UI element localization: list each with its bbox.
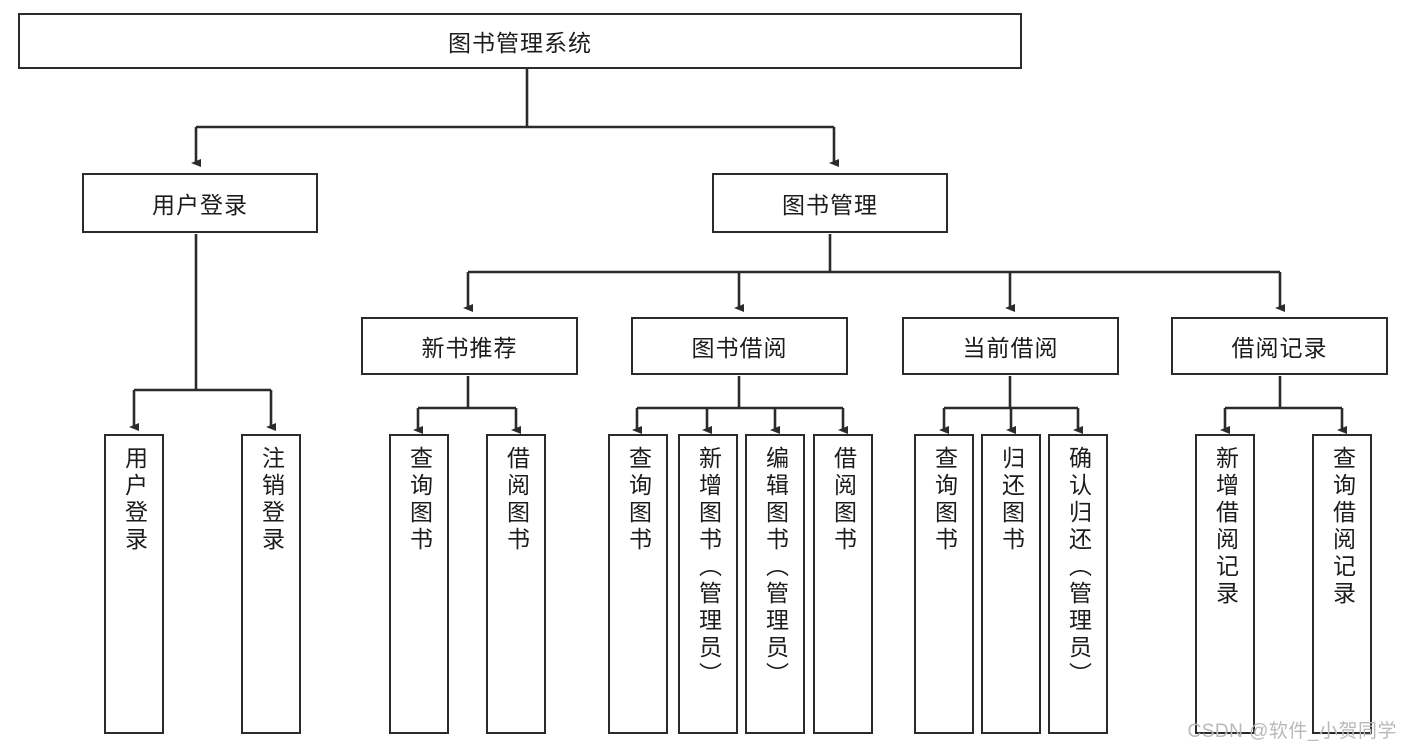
node-label: 图书管理 (782, 192, 878, 218)
node-label: 借阅图书 (503, 446, 530, 554)
node-label: 用户登录 (121, 446, 148, 554)
node-label: 当前借阅 (962, 335, 1059, 361)
node-book-borrow[interactable]: 图书借阅 (631, 317, 848, 375)
node-current-borrow[interactable]: 当前借阅 (902, 317, 1119, 375)
node-leaf-add-borrow-record[interactable]: 新增借阅记录 (1195, 434, 1255, 734)
node-label: 查询图书 (625, 446, 652, 554)
node-borrow-record[interactable]: 借阅记录 (1171, 317, 1388, 375)
node-label: 确认归还（管理员） (1065, 446, 1092, 689)
node-root-book-management-system[interactable]: 图书管理系统 (18, 13, 1022, 69)
node-leaf-add-book-admin[interactable]: 新增图书（管理员） (678, 434, 738, 734)
node-label: 借阅记录 (1231, 335, 1328, 361)
node-new-book-recommend[interactable]: 新书推荐 (361, 317, 578, 375)
node-label: 注销登录 (258, 446, 285, 554)
node-label: 图书管理系统 (448, 30, 592, 56)
node-leaf-edit-book-admin[interactable]: 编辑图书（管理员） (745, 434, 805, 734)
node-label: 归还图书 (998, 446, 1025, 554)
node-leaf-borrow-book-recommend[interactable]: 借阅图书 (486, 434, 546, 734)
node-leaf-query-borrow-record[interactable]: 查询借阅记录 (1312, 434, 1372, 734)
node-user-login[interactable]: 用户登录 (82, 173, 318, 233)
node-leaf-query-book-recommend[interactable]: 查询图书 (389, 434, 449, 734)
node-label: 编辑图书（管理员） (762, 446, 789, 689)
node-leaf-logout-login[interactable]: 注销登录 (241, 434, 301, 734)
node-book-management[interactable]: 图书管理 (712, 173, 948, 233)
node-label: 查询图书 (931, 446, 958, 554)
node-label: 图书借阅 (691, 335, 788, 361)
node-label: 查询图书 (406, 446, 433, 554)
node-leaf-query-book-borrow[interactable]: 查询图书 (608, 434, 668, 734)
node-leaf-query-book-current[interactable]: 查询图书 (914, 434, 974, 734)
node-label: 新增借阅记录 (1212, 446, 1239, 608)
node-label: 新增图书（管理员） (695, 446, 722, 689)
node-leaf-borrow-book[interactable]: 借阅图书 (813, 434, 873, 734)
node-leaf-confirm-return-admin[interactable]: 确认归还（管理员） (1048, 434, 1108, 734)
node-leaf-return-book[interactable]: 归还图书 (981, 434, 1041, 734)
node-label: 借阅图书 (830, 446, 857, 554)
node-label: 查询借阅记录 (1329, 446, 1356, 608)
node-label: 用户登录 (152, 192, 248, 218)
csdn-watermark: CSDN @软件_小贺同学 (1187, 721, 1397, 742)
node-label: 新书推荐 (421, 335, 518, 361)
node-leaf-user-login[interactable]: 用户登录 (104, 434, 164, 734)
